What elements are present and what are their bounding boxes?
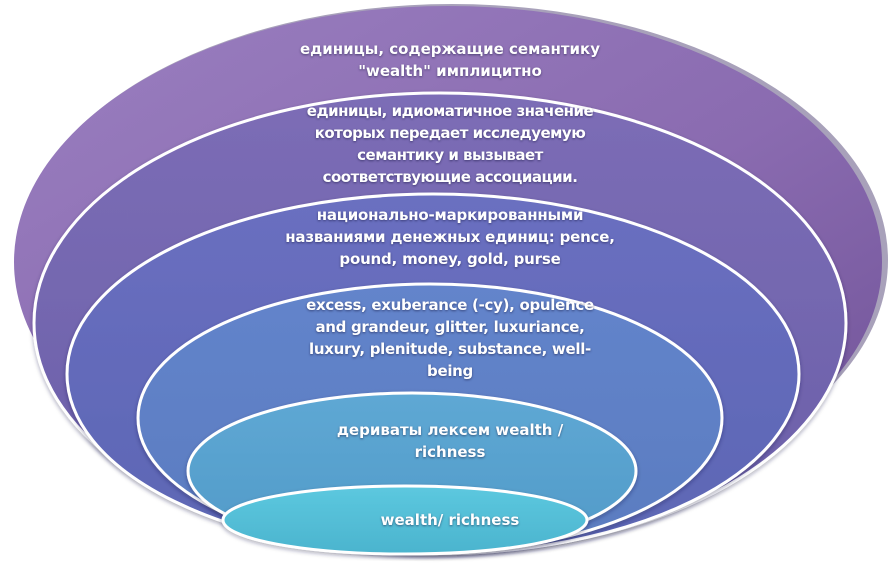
layer-2-line-2: которых передает исследуемую	[314, 124, 586, 142]
layer-2-line-1: единицы, идиоматичное значение	[306, 102, 594, 120]
layer-4-line-1: excess, exuberance (-cy), opulence	[306, 296, 594, 314]
layer-1-label: единицы, содержащие семантику "wealth" и…	[240, 38, 660, 82]
layer-4-line-4: being	[427, 362, 473, 380]
core-line-1: wealth/ richness	[380, 511, 520, 529]
layer-2-label: единицы, идиоматичное значение которых п…	[250, 100, 650, 188]
core-ellipse	[221, 484, 589, 556]
layer-4-line-2: and grandeur, glitter, luxuriance,	[315, 318, 585, 336]
layer-3-label: национально-маркированными названиями де…	[240, 204, 660, 270]
layer-4-line-3: luxury, plenitude, substance, well-	[309, 340, 591, 358]
layer-4-label: excess, exuberance (-cy), opulence and g…	[250, 294, 650, 382]
layer-1-line-1: единицы, содержащие семантику	[299, 40, 600, 58]
layer-3-line-1: национально-маркированными	[316, 206, 584, 224]
layer-2-line-4: соответствующие ассоциации.	[322, 168, 578, 186]
layer-2-line-3: семантику и вызывает	[357, 146, 543, 164]
core-label: wealth/ richness	[300, 509, 600, 531]
layer-3-line-3: pound, money, gold, purse	[339, 250, 561, 268]
layer-5-label: дериваты лексем wealth / richness	[250, 419, 650, 463]
layer-3-line-2: названиями денежных единиц: pence,	[285, 228, 615, 246]
layer-5-line-1: дериваты лексем wealth /	[336, 421, 564, 439]
layer-1-line-2: "wealth" имплицитно	[358, 62, 542, 80]
layer-5-line-2: richness	[414, 443, 486, 461]
